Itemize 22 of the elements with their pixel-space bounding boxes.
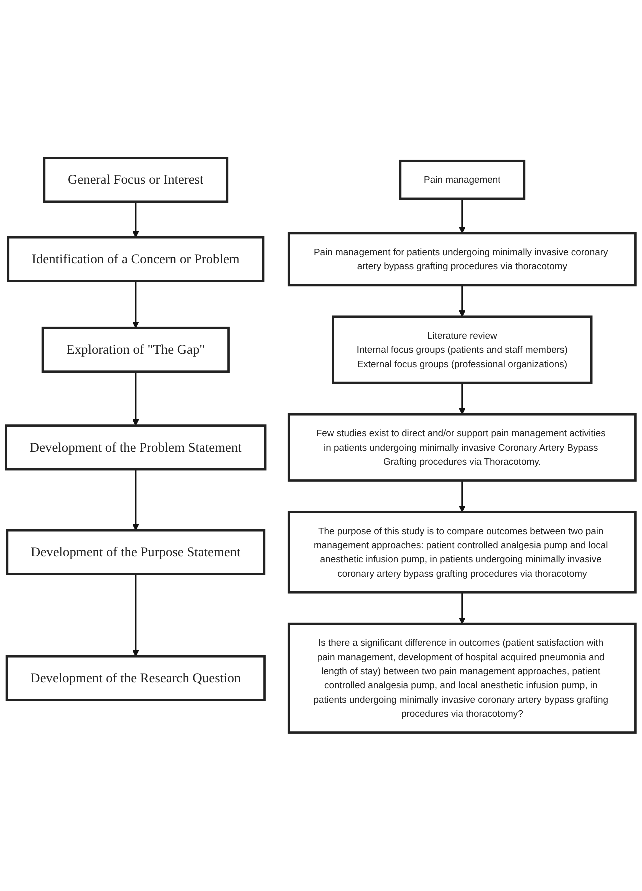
node-box: Pain management for patients undergoing minimally invasive coronary artery bypass grafting procedures via thoracotomy xyxy=(288,232,637,287)
node-box: Is there a significant difference in outcomes (patient satisfaction with pain management, development of hospital acquired pneumonia and length of stay) between two pain management approaches, patient controlled analgesia pump, and local anesthetic infusion pump, in patients undergoing minimally invasive coronary artery bypass grafting procedures via thoracotomy? xyxy=(288,622,637,734)
arrow xyxy=(458,198,466,234)
node-box: General Focus or Interest xyxy=(43,157,229,204)
arrow xyxy=(458,480,466,513)
node-box: Development of the Purpose Statement xyxy=(6,529,266,576)
node-box: Literature review Internal focus groups (patients and staff members) External focus groups (professional organizations) xyxy=(332,316,593,384)
arrow xyxy=(458,592,466,624)
arrow xyxy=(458,383,466,415)
arrow xyxy=(132,202,140,238)
node-box: Pain management xyxy=(399,160,526,200)
node-box: The purpose of this study is to compare outcomes between two pain management approaches: patient controlled analgesia pump and local anesthetic infusion pump, in patients undergoing minimally invasive coronary artery bypass grafting procedures via thoracotomy xyxy=(288,511,637,594)
node-box: Identification of a Concern or Problem xyxy=(7,236,265,282)
arrow xyxy=(132,372,140,426)
arrow xyxy=(132,281,140,328)
node-box: Exploration of "The Gap" xyxy=(42,326,230,374)
arrow xyxy=(132,574,140,657)
arrow xyxy=(458,285,466,318)
node-box: Development of the Problem Statement xyxy=(5,424,267,471)
arrow xyxy=(132,470,140,531)
node-box: Few studies exist to direct and/or support pain management activities in patients undergoing minimally invasive Coronary Artery Bypass Grafting procedures via Thoracotomy. xyxy=(288,413,637,482)
node-box: Development of the Research Question xyxy=(6,655,266,702)
